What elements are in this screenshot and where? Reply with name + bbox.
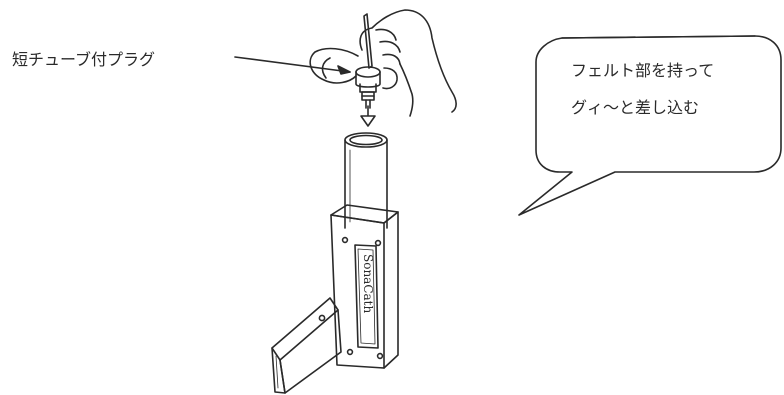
insert-arrow-icon — [361, 106, 375, 126]
side-arm-icon — [272, 298, 341, 393]
pointer-arrow-icon — [235, 57, 350, 74]
bubble-text-line-1: フェルト部を持って — [571, 57, 714, 81]
hand-icon — [310, 10, 456, 116]
tube-icon — [345, 133, 387, 228]
plug-icon — [356, 67, 380, 108]
part-label: 短チューブ付プラグ — [12, 46, 155, 70]
bubble-text-line-2: グィ～と差し込む — [571, 94, 699, 118]
device-plate-text: SonaCath — [361, 254, 375, 313]
